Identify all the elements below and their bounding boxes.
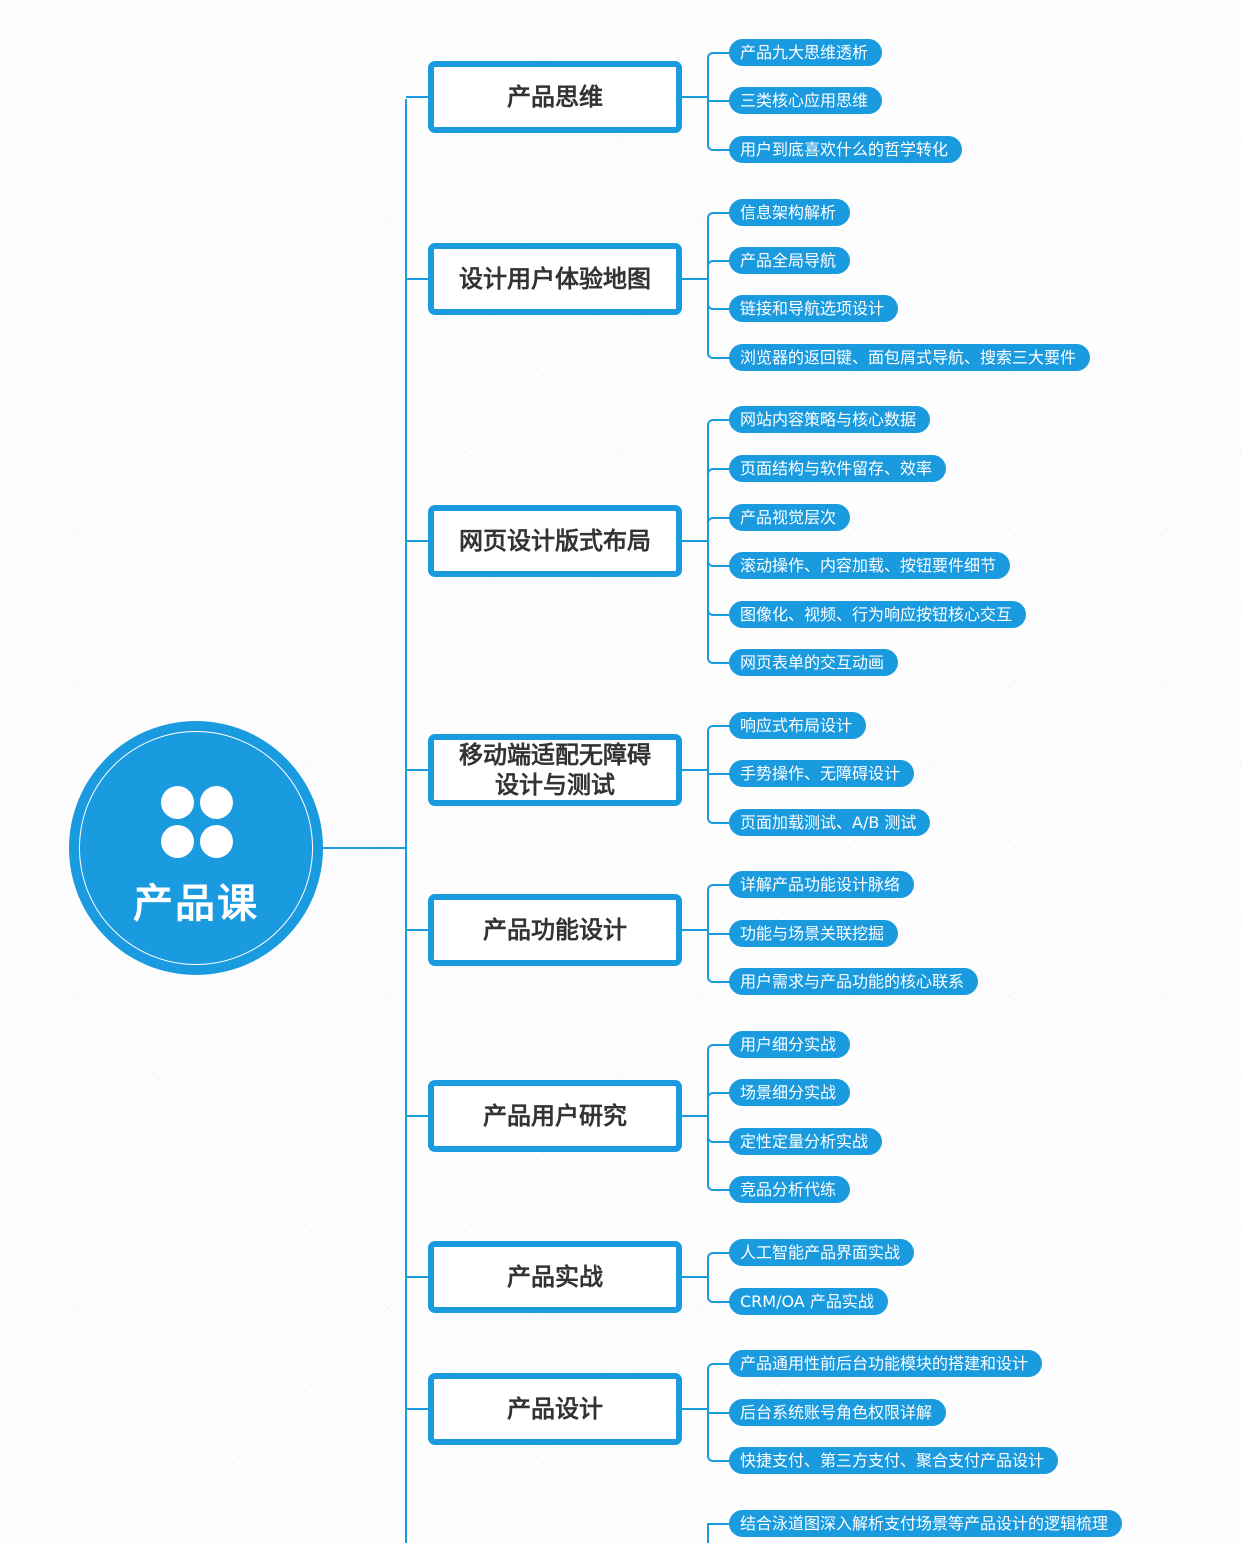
trunk-branch <box>406 96 430 98</box>
topic-pill[interactable]: 定性定量分析实战 <box>729 1128 883 1155</box>
category-node[interactable]: 产品设计 <box>428 1373 682 1445</box>
pill-connector <box>707 1363 731 1414</box>
trunk-branch <box>406 1276 430 1278</box>
topic-pill[interactable]: 快捷支付、第三方支付、聚合支付产品设计 <box>729 1447 1059 1474</box>
root-connector <box>322 847 406 849</box>
root-title: 产品课 <box>133 881 259 927</box>
topic-pill[interactable]: 网页表单的交互动画 <box>729 649 899 676</box>
pill-connector <box>707 1044 731 1119</box>
topic-pill[interactable]: 三类核心应用思维 <box>729 87 883 114</box>
pill-connector <box>707 1523 731 1525</box>
pill-connector <box>707 1252 731 1279</box>
clover-icon <box>161 786 233 858</box>
trunk-branch <box>406 929 430 931</box>
topic-pill[interactable]: 响应式布局设计 <box>729 712 867 739</box>
pill-connector <box>707 1411 731 1462</box>
pill-connector <box>707 100 731 151</box>
category-title: 产品思维 <box>507 83 603 111</box>
category-node[interactable]: 产品实战 <box>428 1241 682 1313</box>
topic-pill[interactable]: 功能与场景关联挖掘 <box>729 920 899 947</box>
category-node[interactable]: 设计用户体验地图 <box>428 243 682 315</box>
root-node: 产品课 <box>69 721 323 975</box>
category-connector <box>682 769 708 771</box>
topic-pill[interactable]: 用户需求与产品功能的核心联系 <box>729 968 979 995</box>
category-title: 设计用户体验地图 <box>459 265 651 293</box>
pill-connector <box>707 540 731 664</box>
topic-pill[interactable]: 后台系统账号角色权限详解 <box>729 1399 947 1426</box>
category-connector <box>682 540 708 542</box>
topic-pill[interactable]: 手势操作、无障碍设计 <box>729 760 915 787</box>
pill-connector <box>707 932 731 983</box>
topic-pill[interactable]: 用户到底喜欢什么的哲学转化 <box>729 136 963 163</box>
pill-connector <box>707 52 731 103</box>
pill-connector <box>707 284 731 359</box>
category-node[interactable]: 网页设计版式布局 <box>428 505 682 577</box>
topic-pill[interactable]: 网站内容策略与核心数据 <box>729 406 931 433</box>
pill-connector <box>707 1116 731 1191</box>
topic-pill[interactable]: 场景细分实战 <box>729 1079 851 1106</box>
pill-connector <box>707 1276 731 1303</box>
trunk-branch <box>406 540 430 542</box>
pill-connector <box>707 1092 731 1119</box>
topic-pill[interactable]: 页面加载测试、A/B 测试 <box>729 809 931 836</box>
category-connector <box>682 1115 708 1117</box>
trunk-line <box>405 99 407 1543</box>
category-title: 移动端适配无障碍 设计与测试 <box>459 741 651 799</box>
pill-connector <box>707 773 731 824</box>
topic-pill[interactable]: 详解产品功能设计脉络 <box>729 871 915 898</box>
category-connector <box>682 1408 708 1410</box>
category-title: 网页设计版式布局 <box>459 527 651 555</box>
pill-connector <box>707 260 731 287</box>
root-ring <box>79 731 313 965</box>
category-title: 产品设计 <box>507 1395 603 1423</box>
category-title: 产品功能设计 <box>483 916 627 944</box>
topic-pill[interactable]: 信息架构解析 <box>729 199 851 226</box>
topic-pill[interactable]: 链接和导航选项设计 <box>729 295 899 322</box>
topic-pill[interactable]: 页面结构与软件留存、效率 <box>729 455 947 482</box>
topic-pill[interactable]: 产品视觉层次 <box>729 504 851 531</box>
branch-vertical <box>707 1523 709 1543</box>
category-title: 产品用户研究 <box>483 1102 627 1130</box>
topic-pill[interactable]: 结合泳道图深入解析支付场景等产品设计的逻辑梳理 <box>729 1510 1123 1537</box>
topic-pill[interactable]: 竞品分析代练 <box>729 1176 851 1203</box>
pill-connector <box>707 212 731 287</box>
topic-pill[interactable]: 图像化、视频、行为响应按钮核心交互 <box>729 601 1027 628</box>
topic-pill[interactable]: 用户细分实战 <box>729 1031 851 1058</box>
pill-connector <box>707 517 731 543</box>
category-node[interactable]: 产品功能设计 <box>428 894 682 966</box>
category-title: 产品实战 <box>507 1263 603 1291</box>
topic-pill[interactable]: 滚动操作、内容加载、按钮要件细节 <box>729 552 1011 579</box>
trunk-branch <box>406 1408 430 1410</box>
topic-pill[interactable]: 浏览器的返回键、面包屑式导航、搜索三大要件 <box>729 344 1091 371</box>
topic-pill[interactable]: 人工智能产品界面实战 <box>729 1239 915 1266</box>
topic-pill[interactable]: 产品九大思维透析 <box>729 39 883 66</box>
category-node[interactable]: 产品思维 <box>428 61 682 133</box>
category-node[interactable]: 移动端适配无障碍 设计与测试 <box>428 734 682 806</box>
category-connector <box>682 1276 708 1278</box>
pill-connector <box>707 884 731 935</box>
topic-pill[interactable]: CRM/OA 产品实战 <box>729 1288 888 1315</box>
pill-connector <box>707 725 731 776</box>
topic-pill[interactable]: 产品通用性前后台功能模块的搭建和设计 <box>729 1350 1043 1377</box>
category-node[interactable]: 产品用户研究 <box>428 1080 682 1152</box>
category-connector <box>682 278 708 280</box>
category-connector <box>682 96 708 98</box>
trunk-branch <box>406 769 430 771</box>
trunk-branch <box>406 278 430 280</box>
category-connector <box>682 929 708 931</box>
trunk-branch <box>406 1115 430 1117</box>
topic-pill[interactable]: 产品全局导航 <box>729 247 851 274</box>
pill-connector <box>707 468 731 543</box>
